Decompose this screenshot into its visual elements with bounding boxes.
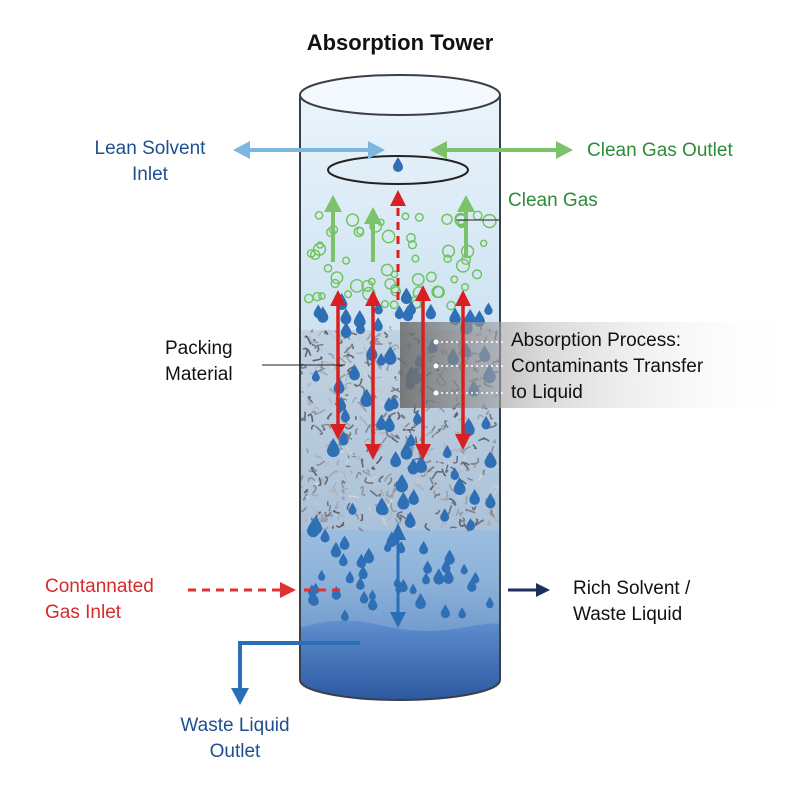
lean-solvent-label: Lean Solvent Inlet — [70, 136, 230, 188]
packing-label-line1: Packing — [165, 338, 233, 359]
bubble-icon — [344, 290, 353, 299]
bubble-icon — [389, 300, 399, 310]
contaminant-center-arrow — [390, 190, 406, 300]
bubble-icon — [384, 278, 396, 290]
bubble-icon — [414, 212, 424, 222]
bubble-icon — [361, 279, 374, 292]
waste-outlet-arrow — [231, 641, 360, 705]
bubble-icon — [390, 285, 402, 297]
bubble-icon — [367, 277, 376, 286]
bubble-icon — [310, 249, 321, 261]
rich-solvent-label: Rich Solvent / Waste Liquid — [573, 576, 690, 628]
bubble-icon — [318, 292, 326, 300]
tower-top-rim — [299, 74, 501, 116]
collected-liquid — [300, 620, 500, 700]
bubble-icon — [443, 254, 452, 263]
bubble-icon — [330, 271, 344, 285]
bubble-icon — [472, 269, 483, 280]
bubble-icon — [345, 213, 360, 227]
waste-outlet-label-line2: Outlet — [209, 741, 261, 762]
bubble-icon — [401, 212, 410, 221]
diagram-title: Absorption Tower — [306, 30, 494, 55]
absorption-process-label: Absorption Process: Contaminants Transfe… — [511, 328, 703, 406]
bubble-icon — [314, 210, 324, 220]
bubble-icon — [407, 240, 418, 250]
gas-liquid-exchange-arrows — [330, 285, 471, 460]
packing-label-line2: Material — [165, 364, 233, 385]
bubble-icon — [456, 258, 470, 273]
bubble-icon — [350, 279, 364, 293]
bubble-icon — [341, 256, 351, 265]
waste-outlet-label-line1: Waste Liquid — [180, 715, 290, 736]
clean-gas-arrows — [324, 195, 475, 262]
rich-solvent-label-line1: Rich Solvent / — [573, 578, 691, 599]
bubble-icon — [325, 227, 336, 238]
rich-solvent-arrow — [508, 583, 550, 597]
contaminated-label-line2: Gas Inlet — [45, 602, 122, 623]
bubble-icon — [431, 285, 444, 299]
contaminated-label-line1: Contannated — [45, 576, 154, 597]
bubble-icon — [425, 271, 437, 283]
bubble-icon — [482, 213, 497, 229]
tower-outline — [299, 95, 501, 701]
bubble-icon — [381, 229, 396, 244]
clean-gas-label: Clean Gas — [508, 190, 598, 211]
bubble-icon — [405, 232, 416, 243]
clean-gas-outlet-arrow — [430, 141, 573, 159]
bubble-icon — [353, 226, 365, 238]
bubble-icon — [380, 300, 390, 309]
callout-leader-lines — [436, 341, 506, 394]
lean-solvent-label-line2: Inlet — [132, 164, 168, 185]
liquid-flow-arrow — [390, 523, 406, 628]
contaminated-gas-arrow — [188, 582, 345, 598]
bubble-icon — [450, 275, 459, 284]
absorption-label-line3: to Liquid — [511, 382, 583, 403]
contaminated-gas-label: Contannated Gas Inlet — [45, 574, 154, 626]
bubble-icon — [323, 263, 333, 273]
packing-material-label: Packing Material — [165, 336, 233, 388]
rich-solvent-label-line2: Waste Liquid — [573, 604, 683, 625]
bubble-icon — [411, 272, 425, 286]
bubble-icon — [441, 213, 453, 225]
liquid-distributor — [327, 155, 469, 185]
bubble-icon — [303, 293, 314, 304]
clean-gas-outlet-label: Clean Gas Outlet — [587, 140, 733, 161]
absorption-label-line2: Contaminants Transfer — [511, 356, 704, 377]
lean-solvent-arrow — [233, 141, 385, 159]
bubble-icon — [316, 241, 324, 249]
bubble-icon — [460, 282, 470, 292]
bubble-icon — [380, 263, 394, 277]
absorption-label-line1: Absorption Process: — [511, 330, 682, 351]
bubble-icon — [441, 244, 456, 258]
bubble-icon — [411, 254, 420, 263]
waste-liquid-outlet-label: Waste Liquid Outlet — [150, 713, 320, 765]
bubble-icon — [479, 239, 488, 248]
lean-solvent-label-line1: Lean Solvent — [94, 138, 206, 159]
